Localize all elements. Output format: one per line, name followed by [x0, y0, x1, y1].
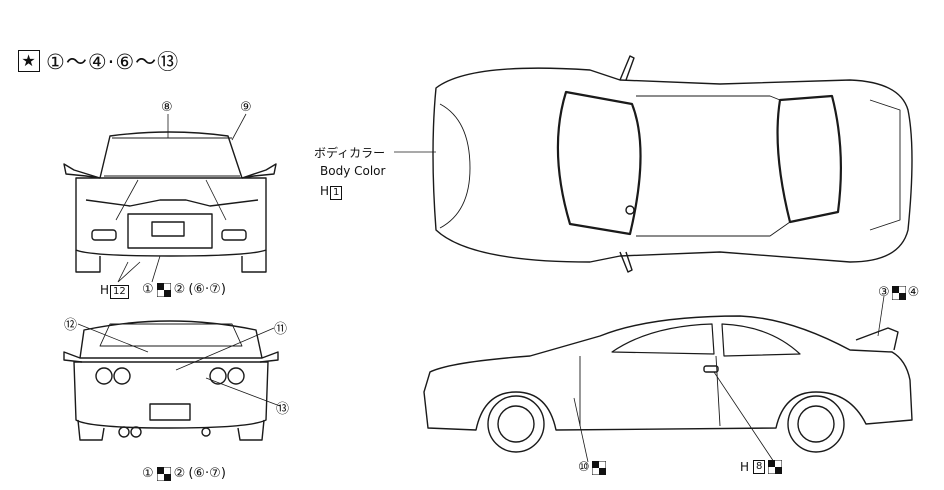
- side-h-num: 8: [753, 460, 766, 474]
- rear-ref-1: ①: [142, 466, 154, 481]
- side-callout-10-group: ⑩: [578, 460, 606, 475]
- callout-11: ⑪: [274, 322, 288, 337]
- body-color-jp: ボディカラー: [314, 146, 386, 160]
- callout-8: ⑧: [161, 100, 173, 115]
- rear-view-drawing: [63, 320, 279, 441]
- front-ref-1: ①: [142, 282, 154, 297]
- decal-range-text: ①〜④·⑥〜⑬: [46, 50, 180, 74]
- checker-flag-icon: [768, 460, 783, 474]
- leader-lines: [77, 113, 885, 463]
- side-view-drawing: [423, 315, 913, 453]
- top-h-num: 1: [330, 186, 343, 200]
- rear-decal-refs: ① ② (⑥·⑦): [142, 466, 226, 481]
- rear-ref-2: ②: [173, 466, 186, 481]
- decal-range-header: ★ ①〜④·⑥〜⑬: [18, 46, 179, 76]
- callout-12: ⑫: [64, 318, 78, 333]
- star-icon: ★: [18, 50, 40, 72]
- callout-13: ⑬: [276, 402, 290, 417]
- front-view-drawing: [63, 131, 277, 273]
- checker-flag-icon: [591, 460, 606, 475]
- callout-10: ⑩: [578, 460, 590, 475]
- side-spoiler-refs: ③ ④: [878, 285, 919, 300]
- front-ref-2: ②: [173, 282, 186, 297]
- front-h-text: H: [100, 283, 110, 297]
- callout-4: ④: [907, 285, 920, 300]
- checker-flag-icon: [156, 466, 171, 481]
- front-ref-67: (⑥·⑦): [188, 282, 226, 297]
- rear-ref-67: (⑥·⑦): [188, 466, 226, 481]
- checker-flag-icon: [891, 285, 906, 300]
- front-h-num: 12: [110, 285, 129, 299]
- checker-flag-icon: [156, 282, 171, 297]
- front-decal-refs: ① ② (⑥·⑦): [142, 282, 226, 297]
- side-h-text: H: [740, 460, 750, 474]
- top-view-drawing: [432, 55, 913, 273]
- body-color-en: Body Color: [320, 164, 386, 178]
- callout-3: ③: [878, 285, 890, 300]
- top-h-text: H: [320, 184, 330, 198]
- callout-9: ⑨: [240, 100, 252, 115]
